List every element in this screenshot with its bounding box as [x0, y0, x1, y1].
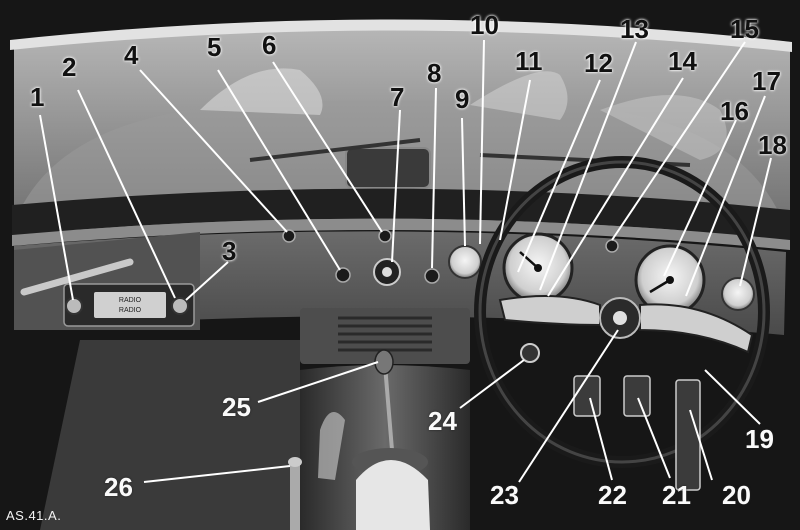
radio-faceplate-line1: RADIO	[119, 297, 142, 304]
callout-21: 21	[662, 480, 691, 510]
callout-15: 15	[730, 14, 759, 44]
callout-22: 22	[598, 480, 627, 510]
callout-2: 2	[62, 52, 77, 82]
callout-17: 17	[752, 66, 781, 96]
tachometer	[634, 244, 706, 316]
callout-8: 8	[427, 58, 442, 88]
steering-wheel	[474, 156, 770, 468]
callout-13: 13	[620, 14, 649, 44]
callout-19: 19	[745, 424, 774, 454]
rear-view-mirror	[345, 147, 431, 189]
callout-3: 3	[222, 236, 237, 266]
callout-14: 14	[668, 46, 697, 76]
windscreen	[10, 19, 792, 230]
heater-vent	[300, 308, 470, 364]
callout-26: 26	[104, 472, 133, 502]
radio-unit	[63, 283, 195, 327]
handbrake	[288, 457, 302, 530]
callout-10: 10	[470, 10, 499, 40]
callout-12: 12	[584, 48, 613, 78]
callout-1: 1	[30, 82, 45, 112]
gear-lever	[352, 349, 430, 530]
callout-6: 6	[262, 30, 277, 60]
small-gauge	[448, 245, 482, 279]
callout-7: 7	[390, 82, 405, 112]
callout-5: 5	[207, 32, 222, 62]
callout-11: 11	[515, 46, 543, 76]
dash-switches	[282, 229, 619, 286]
callout-leader-lines	[39, 39, 772, 483]
callout-23: 23	[490, 480, 519, 510]
callout-4: 4	[124, 40, 139, 70]
speedometer	[502, 232, 574, 304]
radio-faceplate-line2: RADIO	[119, 307, 142, 314]
right-gauge	[721, 277, 755, 311]
callout-24: 24	[428, 406, 457, 436]
callout-9: 9	[455, 84, 470, 114]
callout-25: 25	[222, 392, 251, 422]
grab-handle	[20, 258, 134, 296]
callout-16: 16	[720, 96, 749, 126]
callout-18: 18	[758, 130, 787, 160]
dipswitch-knob	[520, 343, 540, 363]
figure-reference: AS.41.A.	[6, 508, 62, 523]
callout-20: 20	[722, 480, 751, 510]
